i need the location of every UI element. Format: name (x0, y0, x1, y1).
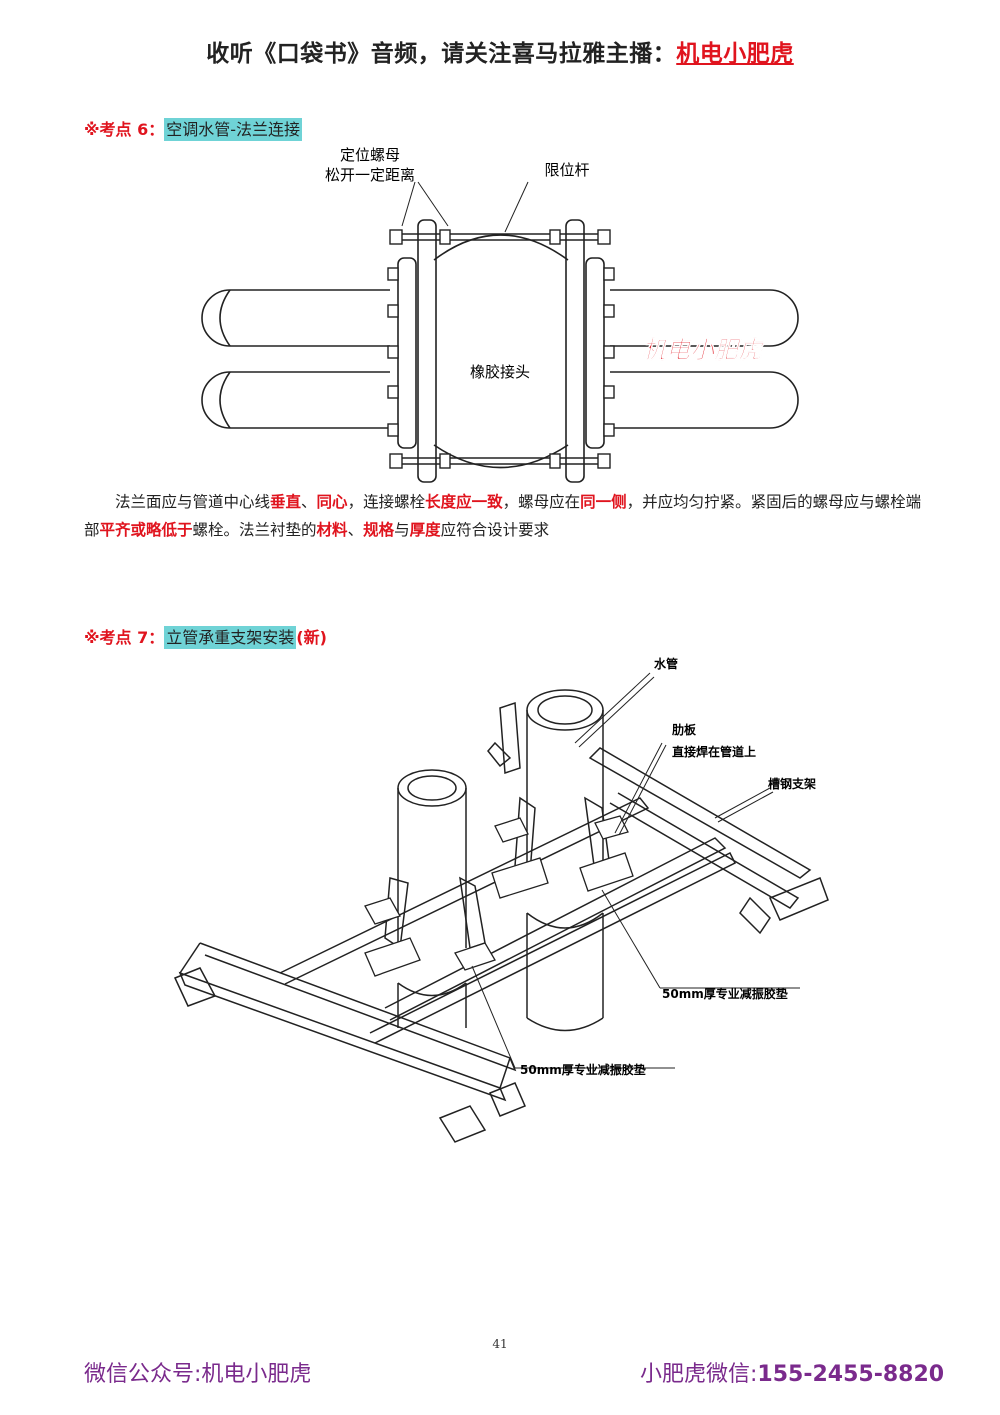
para-keyword: 长度应一致 (425, 492, 503, 511)
label-pad-right: 50mm厚专业减振胶垫 (662, 986, 788, 1001)
para-keyword: 垂直 (270, 492, 302, 511)
para-seg: 、 (301, 493, 317, 511)
riser-support-diagram: 水管 肋板 直接焊在管道上 槽钢支架 50mm厚专业减振胶垫 50mm厚专业减振… (173, 656, 829, 1143)
section7-new-tag: (新) (296, 628, 327, 647)
footer-phone: 155-2455-8820 (757, 1362, 945, 1387)
page-header: 收听《口袋书》音频，请关注喜马拉雅主播：机电小肥虎 (0, 34, 1000, 68)
front-channel (178, 971, 507, 1102)
section7-title: ※考点 7：立管承重支架安装(新) (84, 624, 327, 649)
footer-left: 微信公众号:机电小肥虎 (84, 1362, 312, 1387)
para-seg: 、 (347, 521, 364, 539)
left-pipe-lower (201, 371, 390, 429)
page-number: 41 (492, 1337, 508, 1351)
section7-topic: 立管承重支架安装 (164, 626, 297, 649)
label-nut-line2: 松开一定距离 (325, 166, 415, 184)
para-seg: 螺栓。法兰衬垫的 (192, 521, 317, 539)
label-rubber-joint: 橡胶接头 (470, 363, 530, 381)
header-prefix: 收听《口袋书》音频，请关注喜马拉雅主播： (206, 41, 677, 67)
para-seg: 应符合设计要求 (440, 521, 550, 539)
right-pipe-lower (610, 371, 799, 429)
label-water-pipe: 水管 (654, 656, 678, 671)
para-keyword: 同心 (316, 492, 348, 511)
footer-right-prefix: 小肥虎微信: (640, 1362, 758, 1387)
right-pipe-upper (610, 289, 799, 347)
para-seg: 法兰面应与管道中心线 (115, 493, 271, 511)
label-rib-note: 直接焊在管道上 (672, 744, 756, 759)
para-seg: ，螺母应在 (502, 493, 581, 511)
watermark-brand: 机电小肥虎 (642, 336, 765, 364)
section6-paragraph: 法兰面应与管道中心线垂直、同心，连接螺栓长度应一致，螺母应在同一侧，并应均匀拧紧… (84, 488, 926, 544)
para-keyword: 厚度 (409, 520, 441, 539)
section6-topic: 空调水管-法兰连接 (164, 118, 303, 141)
header-brand[interactable]: 机电小肥虎 (676, 41, 794, 67)
para-seg: ，并应均匀拧紧。紧固后的螺母应与螺栓端部 (84, 493, 922, 539)
para-keyword: 材料 (316, 520, 348, 539)
para-seg: 与 (394, 521, 410, 539)
footer-right: 小肥虎微信:155-2455-8820 (640, 1356, 944, 1388)
label-pad-left: 50mm厚专业减振胶垫 (520, 1062, 646, 1077)
para-keyword: 规格 (363, 520, 395, 539)
right-channel (588, 747, 812, 879)
section6-mark: ※考点 6： (84, 120, 165, 139)
rubber-pads (364, 815, 634, 977)
section7-mark: ※考点 7： (84, 628, 165, 647)
para-seg: ，连接螺栓 (347, 493, 426, 511)
flange-connection-diagram: 定位螺母 松开一定距离 限位杆 橡胶接头 机电小肥虎 (201, 146, 799, 483)
rubber-joint-top (433, 234, 569, 261)
label-nut-line1: 定位螺母 (340, 146, 400, 164)
label-limit-rod: 限位杆 (544, 161, 589, 179)
flange-bolts (387, 229, 615, 469)
label-channel: 槽钢支架 (768, 776, 816, 791)
para-keyword: 同一侧 (580, 492, 627, 511)
left-pipe-upper (201, 289, 390, 347)
label-rib: 肋板 (672, 722, 697, 737)
section6-title: ※考点 6：空调水管-法兰连接 (84, 116, 303, 141)
para-keyword: 平齐或略低于 (99, 520, 193, 539)
middle-channel-a (369, 851, 737, 1044)
